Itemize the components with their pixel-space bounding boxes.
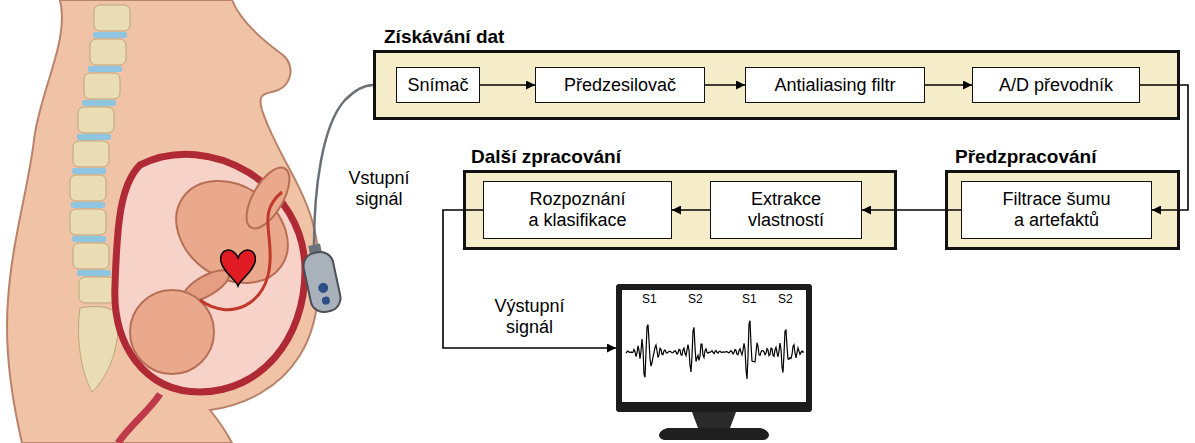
process-box: Filtrace šumu a artefaktů: [961, 181, 1152, 239]
disc: [77, 134, 111, 140]
vertebra: [84, 73, 120, 99]
signal-arrow: [480, 84, 535, 86]
monitor-base: [659, 428, 769, 440]
connectors: [443, 85, 1188, 348]
edge-label: Výstupní signál: [470, 296, 590, 338]
disc: [72, 168, 106, 174]
group-heading: Předzpracování: [955, 146, 1097, 168]
monitor-neck: [692, 412, 736, 428]
vertebra: [70, 175, 106, 201]
signal-label: S2: [688, 292, 703, 306]
group-fill: [465, 172, 896, 249]
group-fills: [375, 52, 1179, 249]
process-box: A/D převodník: [972, 67, 1140, 103]
signal-label: S1: [742, 292, 757, 306]
vertebra: [94, 5, 130, 31]
process-box: Snímač: [396, 67, 480, 103]
probe-cable: [314, 85, 373, 246]
ultrasound-probe: [299, 242, 342, 315]
group-fill: [947, 172, 1179, 249]
probe-button: [321, 296, 330, 305]
sacrum: [79, 306, 119, 392]
probe-body: [301, 250, 343, 315]
box-label: Filtrace šumu a artefaktů: [970, 189, 1143, 231]
box-label: Antialiasing filtr: [774, 75, 895, 96]
signal-arrow: [925, 84, 972, 86]
box-label: Předzesilovač: [564, 75, 676, 96]
signal-arrow: [672, 209, 710, 211]
birth-canal: [118, 394, 160, 443]
stage-group: Další zpracováníRozpoznání a klasifikace…: [463, 170, 897, 250]
body-skin: [7, 0, 319, 443]
fetus-body: [156, 160, 307, 304]
monitor-screen: S1 S2 S1 S2: [616, 284, 812, 412]
monitor-bezel: [616, 284, 812, 412]
probe-button: [317, 282, 329, 294]
vertebra: [73, 243, 109, 269]
stage-group: Získávání datSnímačPředzesilovačAntialia…: [373, 50, 1180, 120]
disc: [72, 236, 106, 242]
vertebra: [78, 107, 114, 133]
box-label: Rozpoznání a klasifikace: [492, 189, 663, 231]
group-heading: Další zpracování: [471, 146, 621, 168]
disc: [82, 100, 116, 106]
vertebra: [73, 141, 109, 167]
vertebra: [70, 209, 106, 235]
disc: [71, 202, 105, 208]
group-heading: Získávání dat: [384, 26, 504, 48]
monitor-display: [622, 290, 806, 402]
disc: [77, 270, 111, 276]
box-label: A/D převodník: [999, 75, 1113, 96]
vertebra: [90, 39, 126, 65]
process-box: Extrakce vlastností: [710, 181, 862, 239]
process-box: Antialiasing filtr: [745, 67, 925, 103]
process-box: Rozpoznání a klasifikace: [483, 181, 672, 239]
signal-arrow: [705, 84, 745, 86]
box-label: Extrakce vlastností: [719, 189, 853, 231]
signal-label: S2: [778, 292, 793, 306]
signal-label: S1: [642, 292, 657, 306]
umbilical-cord: [200, 192, 282, 310]
process-box: Předzesilovač: [535, 67, 705, 103]
stage-group: PředzpracováníFiltrace šumu a artefaktů: [945, 170, 1180, 250]
vertebra: [79, 277, 115, 303]
group-fill: [375, 52, 1179, 119]
fetal-heart: [221, 250, 256, 286]
box-label: Snímač: [407, 75, 468, 96]
disc: [88, 66, 122, 72]
annotation-label: Vstupní signál: [334, 168, 424, 210]
disc: [93, 32, 127, 38]
heart-sound-waveform: [626, 321, 804, 379]
